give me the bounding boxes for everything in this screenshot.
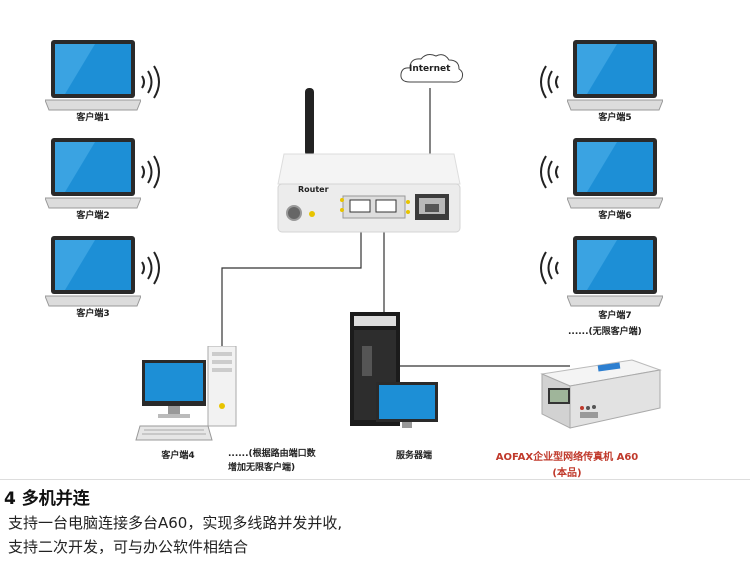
wifi-icon: [538, 64, 560, 100]
internet-cloud: Internet: [396, 50, 466, 90]
description-line-1: 支持一台电脑连接多台A60，实现多线路并发并收,: [8, 514, 343, 532]
client-3-label: 客户端3: [76, 309, 110, 319]
wifi-icon: [538, 250, 560, 286]
wifi-icon: [140, 64, 162, 100]
laptop-client-6: [567, 138, 663, 216]
router-label: Router: [298, 185, 329, 194]
client-4-label: 客户端4: [161, 451, 195, 461]
internet-label: Internet: [409, 64, 451, 74]
laptop-client-7: [567, 236, 663, 314]
client-6-label: 客户端6: [598, 211, 632, 221]
fax-title: AOFAX企业型网络传真机 A60: [495, 452, 639, 463]
client-1-label: 客户端1: [76, 113, 110, 123]
router: Router: [276, 88, 462, 236]
laptop-client-1: [45, 40, 141, 118]
wifi-icon: [140, 154, 162, 190]
client-7-label: 客户端7: [598, 311, 632, 321]
fax-machine: [536, 356, 662, 436]
client-2-label: 客户端2: [76, 211, 110, 221]
desktop-client-4: [132, 346, 244, 446]
wifi-icon: [140, 250, 162, 286]
client-4-note-line2: 增加无限客户端): [228, 463, 296, 473]
laptop-client-5: [567, 40, 663, 118]
server: [346, 312, 442, 432]
section-heading: 4 多机并连: [4, 489, 90, 509]
laptop-client-3: [45, 236, 141, 314]
laptop-client-2: [45, 138, 141, 216]
wifi-icon: [538, 154, 560, 190]
description-line-2: 支持二次开发，可与办公软件相结合: [8, 538, 249, 556]
client-5-label: 客户端5: [598, 113, 632, 123]
fax-subtitle: (本品): [552, 468, 582, 479]
server-label: 服务器端: [395, 451, 433, 461]
client-7-note: ......(无限客户端): [568, 327, 642, 337]
client-4-note-line1: ......(根据路由端口数: [228, 449, 316, 459]
divider: [0, 479, 750, 480]
